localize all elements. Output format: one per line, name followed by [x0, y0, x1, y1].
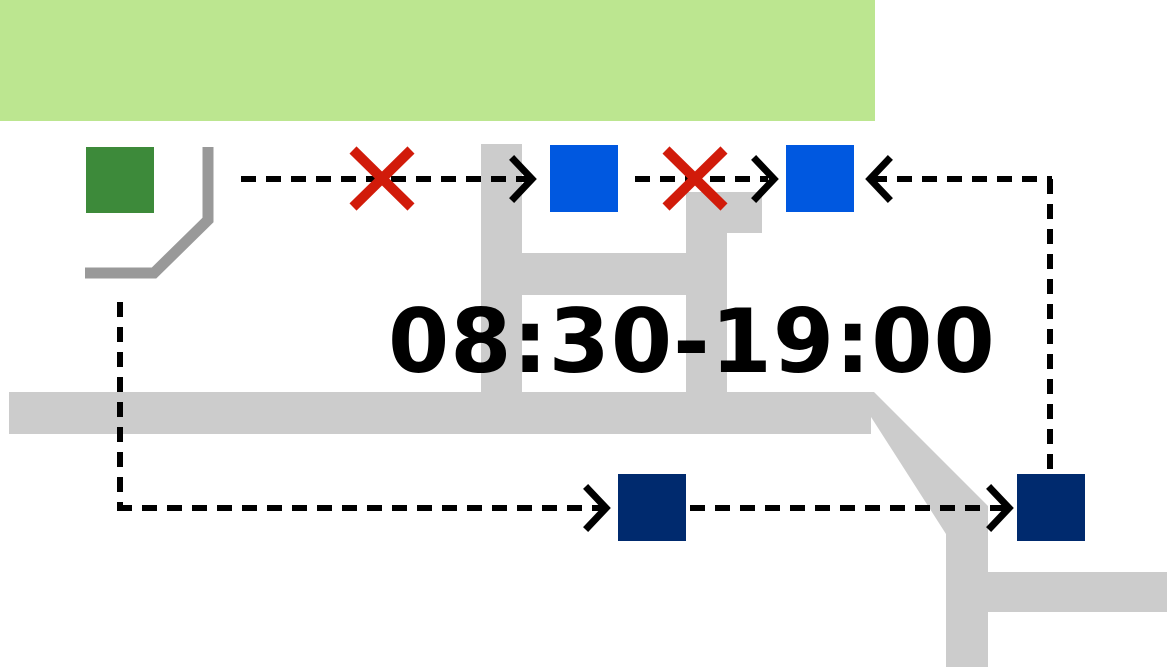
road-main-horizontal — [9, 392, 871, 434]
alternate-stop-icon — [618, 474, 686, 541]
blocked-x-icon — [662, 146, 728, 211]
bus-stop-icon — [550, 145, 618, 212]
blocked-x-icon — [349, 146, 415, 211]
blocked-x-stroke — [349, 146, 415, 211]
road-stub — [686, 192, 762, 233]
turn-marker — [85, 147, 214, 279]
bus-stop-icon — [786, 145, 854, 212]
route-lines — [117, 176, 1053, 511]
arrow-head-icon — [583, 484, 611, 532]
blocked-x-stroke — [662, 146, 728, 211]
alternate-stop-icon — [1017, 474, 1085, 541]
arrow-head-icon — [509, 155, 537, 203]
arrow-head-icon — [751, 155, 779, 203]
road-right-branch — [946, 572, 1167, 612]
arrow-head-icon — [986, 484, 1014, 532]
arrow-head-icon — [865, 155, 893, 203]
time-window-label: 08:30-19:00 — [388, 290, 996, 393]
arrow-heads — [509, 155, 1014, 532]
start-stop-icon — [86, 147, 154, 213]
park-area — [0, 0, 875, 121]
road-network — [9, 144, 1167, 667]
road-diagonal — [855, 392, 988, 534]
